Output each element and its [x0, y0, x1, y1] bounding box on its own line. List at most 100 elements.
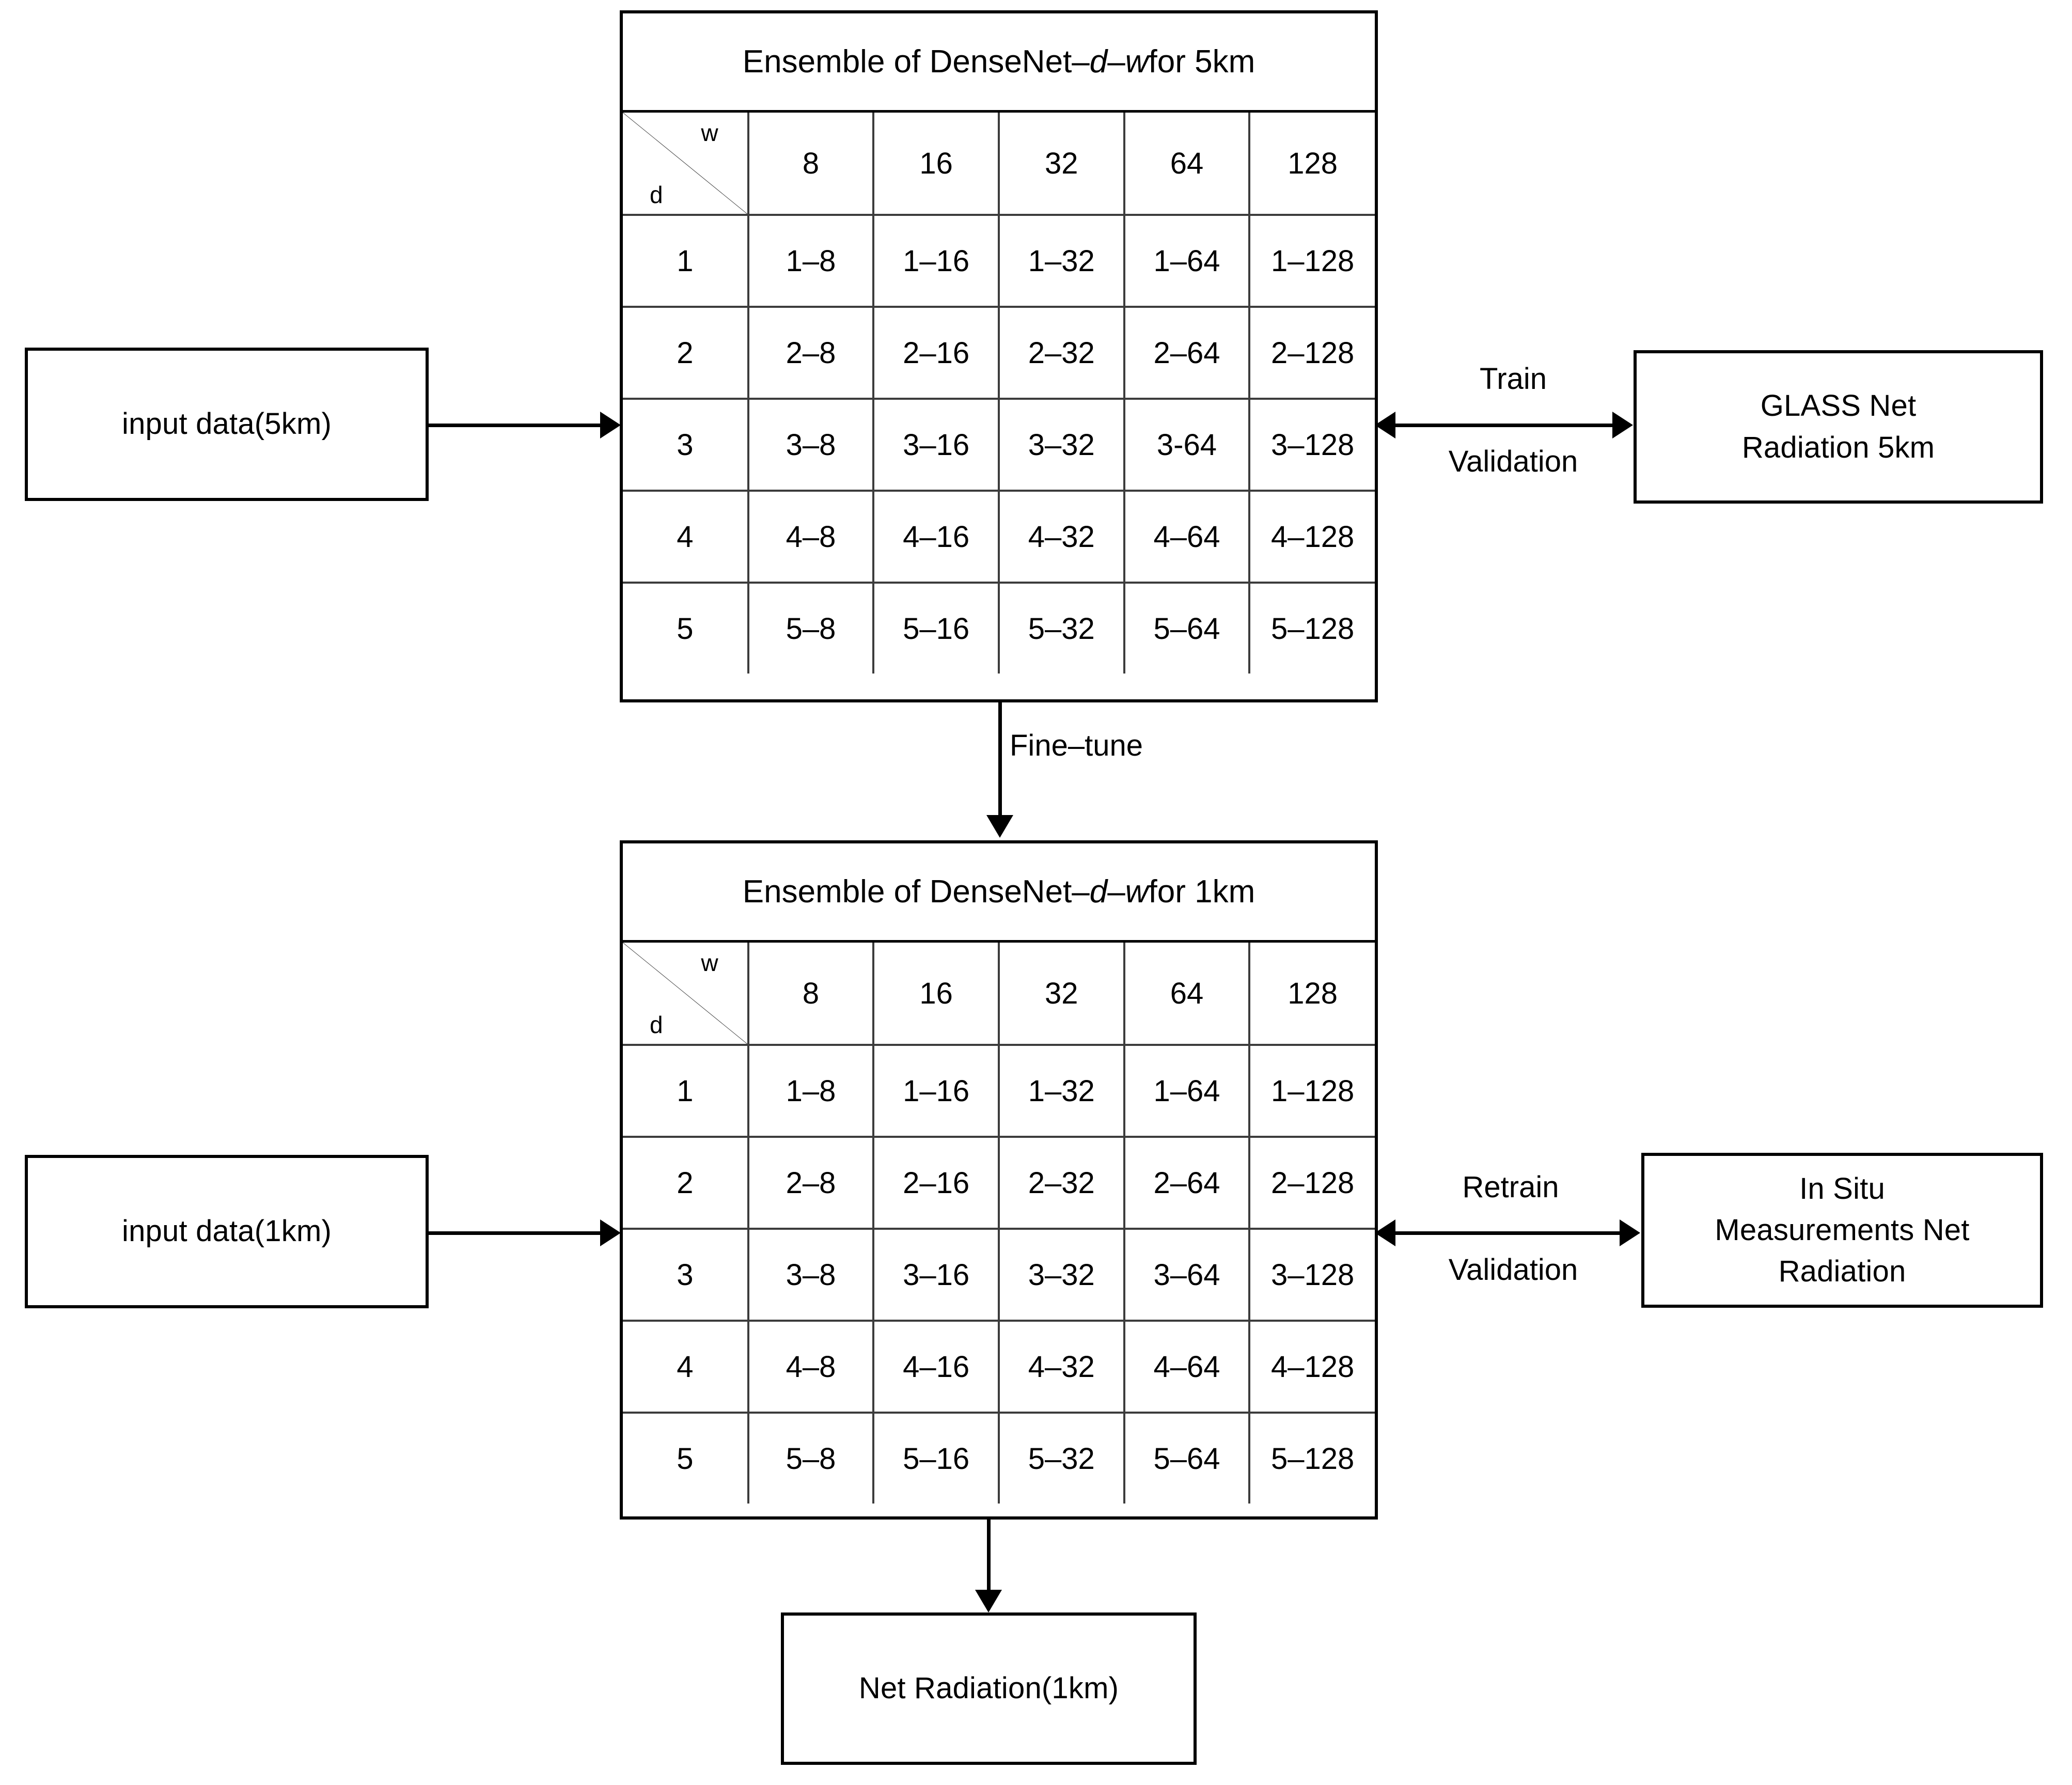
cell-2-128: 2–128 [1248, 306, 1375, 400]
insitu-line-2: Measurements Net [1715, 1213, 1970, 1247]
table-row: 2 2–8 2–16 2–32 2–64 2–128 [623, 1136, 1375, 1230]
edge-label-retrain: Retrain [1462, 1170, 1559, 1204]
insitu-line-1: In Situ [1799, 1171, 1885, 1205]
table-row: 4 4–8 4–16 4–32 4–64 4–128 [623, 1320, 1375, 1414]
row-header-5: 5 [623, 1412, 749, 1504]
arrowhead-glass-to-table5km [1375, 412, 1395, 439]
input-data-5km-label: input data(5km) [122, 407, 332, 441]
ensemble-5km-title-d: d [1089, 44, 1108, 80]
cell-4-8: 4–8 [747, 490, 875, 584]
cell-1-128: 1–128 [1248, 1044, 1375, 1138]
net-radiation-output-box: Net Radiation(1km) [781, 1612, 1197, 1765]
cell-4-128: 4–128 [1248, 490, 1375, 584]
arrowhead-table1km-to-insitu [1620, 1219, 1640, 1246]
edge-label-fine-tune: Fine–tune [1010, 729, 1143, 762]
cell-4-32: 4–32 [997, 1320, 1125, 1414]
corner-diagonal-icon [623, 943, 747, 1044]
cell-2-32: 2–32 [997, 1136, 1125, 1230]
arrowhead-input1km-to-table [600, 1219, 621, 1246]
row-header-1: 1 [623, 214, 749, 308]
ensemble-5km-title-sep: – [1107, 44, 1125, 80]
cell-3-64: 3–64 [1123, 1228, 1251, 1322]
cell-5-32: 5–32 [997, 1412, 1125, 1504]
cell-5-8: 5–8 [747, 582, 875, 674]
insitu-line-3: Radiation [1778, 1255, 1906, 1289]
corner-row-symbol: d [650, 1011, 663, 1038]
col-header-16: 16 [872, 943, 1000, 1046]
cell-5-128: 5–128 [1248, 582, 1375, 674]
connector-input1km-to-table [429, 1231, 604, 1235]
ensemble-5km-title: Ensemble of DenseNet–d–w for 5km [623, 13, 1375, 113]
cell-1-64: 1–64 [1123, 214, 1251, 308]
cell-1-32: 1–32 [997, 1044, 1125, 1138]
connector-table1km-to-output [987, 1520, 991, 1592]
ensemble-5km-title-prefix: Ensemble of DenseNet– [742, 44, 1090, 80]
cell-4-16: 4–16 [872, 490, 1000, 584]
cell-5-16: 5–16 [872, 1412, 1000, 1504]
table-row: 1 1–8 1–16 1–32 1–64 1–128 [623, 214, 1375, 308]
ensemble-5km-title-suffix: for 5km [1148, 44, 1255, 80]
ensemble-5km-table: w d 8 16 32 64 128 1 1–8 1–16 1–32 1–64 … [623, 113, 1375, 674]
input-data-1km-box: input data(1km) [25, 1155, 429, 1308]
cell-5-64: 5–64 [1123, 582, 1251, 674]
cell-3-128: 3–128 [1248, 1228, 1375, 1322]
connector-input5km-to-table [429, 424, 604, 427]
cell-2-8: 2–8 [747, 306, 875, 400]
row-header-3: 3 [623, 398, 749, 492]
row-header-4: 4 [623, 490, 749, 584]
ensemble-1km-title-d: d [1089, 874, 1108, 910]
net-radiation-output-label: Net Radiation(1km) [858, 1671, 1119, 1705]
ensemble-1km-table: w d 8 16 32 64 128 1 1–8 1–16 1–32 1–64 … [623, 943, 1375, 1504]
table-row: 1 1–8 1–16 1–32 1–64 1–128 [623, 1044, 1375, 1138]
table-row: 3 3–8 3–16 3–32 3–64 3–128 [623, 1228, 1375, 1322]
cell-5-32: 5–32 [997, 582, 1125, 674]
corner-col-symbol: w [701, 119, 718, 146]
cell-4-64: 4–64 [1123, 1320, 1251, 1414]
cell-1-16: 1–16 [872, 1044, 1000, 1138]
ensemble-5km-title-w: w [1125, 44, 1149, 80]
ensemble-1km-title: Ensemble of DenseNet–d–w for 1km [623, 843, 1375, 943]
cell-3-32: 3–32 [997, 398, 1125, 492]
cell-3-8: 3–8 [747, 398, 875, 492]
corner-col-symbol: w [701, 949, 718, 976]
col-header-8: 8 [747, 943, 875, 1046]
col-header-64: 64 [1123, 113, 1251, 216]
col-header-16: 16 [872, 113, 1000, 216]
cell-5-16: 5–16 [872, 582, 1000, 674]
edge-label-train: Train [1480, 362, 1547, 396]
glass-net-radiation-5km-box: GLASS Net Radiation 5km [1634, 350, 2043, 504]
cell-4-8: 4–8 [747, 1320, 875, 1414]
cell-2-32: 2–32 [997, 306, 1125, 400]
arrowhead-finetune [986, 815, 1013, 838]
ensemble-1km-title-w: w [1125, 874, 1149, 910]
glass-line-2: Radiation 5km [1741, 430, 1935, 464]
cell-2-16: 2–16 [872, 306, 1000, 400]
glass-line-1: GLASS Net [1760, 389, 1917, 423]
corner-cell: w d [623, 113, 749, 216]
col-header-32: 32 [997, 943, 1125, 1046]
cell-1-8: 1–8 [747, 214, 875, 308]
cell-1-32: 1–32 [997, 214, 1125, 308]
cell-4-128: 4–128 [1248, 1320, 1375, 1414]
corner-diagonal-icon [623, 113, 747, 214]
arrowhead-input5km-to-table [600, 412, 621, 439]
cell-1-16: 1–16 [872, 214, 1000, 308]
cell-3-16: 3–16 [872, 1228, 1000, 1322]
ensemble-1km-title-prefix: Ensemble of DenseNet– [742, 874, 1090, 910]
cell-3-16: 3–16 [872, 398, 1000, 492]
cell-3-32: 3–32 [997, 1228, 1125, 1322]
col-header-64: 64 [1123, 943, 1251, 1046]
ensemble-1km-title-suffix: for 1km [1148, 874, 1255, 910]
cell-5-128: 5–128 [1248, 1412, 1375, 1504]
cell-1-64: 1–64 [1123, 1044, 1251, 1138]
input-data-1km-label: input data(1km) [122, 1214, 332, 1248]
arrowhead-insitu-to-table1km [1375, 1219, 1395, 1246]
connector-table1km-to-insitu [1394, 1231, 1633, 1235]
cell-2-64: 2–64 [1123, 1136, 1251, 1230]
cell-2-16: 2–16 [872, 1136, 1000, 1230]
table-row: 5 5–8 5–16 5–32 5–64 5–128 [623, 1412, 1375, 1504]
col-header-32: 32 [997, 113, 1125, 216]
edge-label-validation-top: Validation [1448, 445, 1578, 478]
cell-4-16: 4–16 [872, 1320, 1000, 1414]
